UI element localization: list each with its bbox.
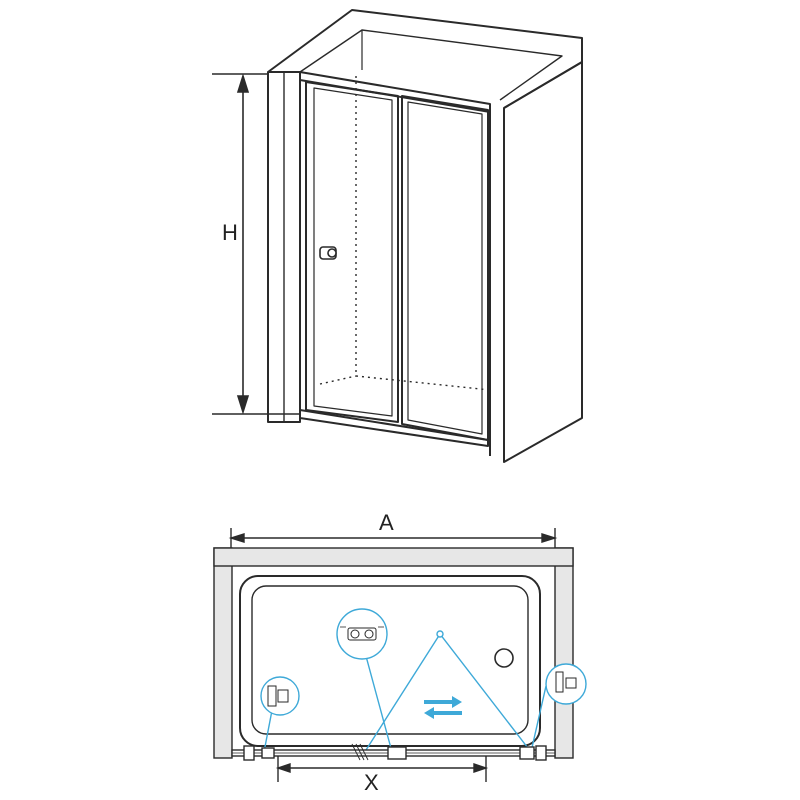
door-seal-icon	[545, 663, 587, 705]
top-rail	[299, 71, 491, 113]
hidden-lines	[319, 76, 491, 391]
roller-icon	[336, 608, 388, 660]
height-label: H	[222, 220, 238, 245]
box-top-inner	[299, 29, 563, 101]
left-wall	[267, 71, 301, 423]
width-dimension	[228, 528, 558, 548]
double-arrow-icon	[424, 696, 462, 719]
opening-dimension	[275, 756, 489, 782]
drain-icon	[494, 648, 514, 668]
bottom-rail	[299, 409, 489, 447]
shower-tray-inner	[251, 585, 529, 735]
right-door-frame	[401, 95, 489, 441]
right-wall	[503, 61, 583, 463]
back-wall-plan	[213, 547, 574, 567]
plan-view: A	[213, 510, 587, 795]
height-dimension	[212, 73, 300, 415]
door-handle-icon	[319, 246, 337, 260]
left-door-frame	[305, 81, 399, 423]
left-wall-plan	[213, 547, 233, 759]
left-door-glass	[313, 87, 393, 417]
right-wall-plan	[554, 547, 574, 759]
right-door-glass	[407, 101, 483, 435]
wall-profile-icon	[260, 676, 300, 716]
opening-label: X	[364, 770, 379, 795]
perspective-view	[267, 9, 583, 463]
door-profile-rail	[231, 743, 556, 761]
width-label: A	[379, 510, 394, 535]
